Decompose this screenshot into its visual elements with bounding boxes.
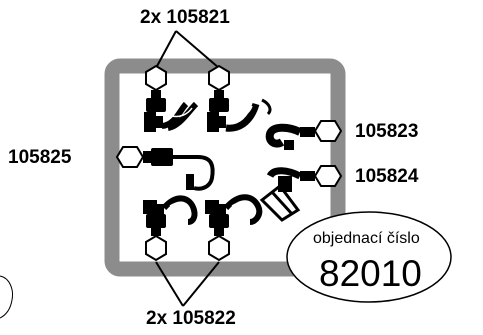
hex-top-right xyxy=(208,64,230,92)
partial-circle xyxy=(0,275,13,319)
fitting-left xyxy=(143,148,215,191)
fitting-right-lower xyxy=(259,167,315,222)
hex-right-lower xyxy=(313,165,343,187)
hex-right-upper xyxy=(313,120,343,142)
fitting-top-left xyxy=(144,90,199,132)
label-bottom-parts: 2x 105822 xyxy=(146,308,236,329)
order-caption: objednací číslo xyxy=(313,230,420,247)
top-leader-lines xyxy=(155,30,220,69)
hex-top-left xyxy=(145,64,167,92)
order-oval xyxy=(286,211,452,303)
label-right-lower-part: 105824 xyxy=(355,166,419,187)
fitting-right-upper xyxy=(265,123,315,150)
hex-bottom-right xyxy=(208,234,230,262)
fitting-bottom-left xyxy=(143,195,198,236)
bottom-leader-lines xyxy=(155,261,220,307)
label-top-parts: 2x 105821 xyxy=(140,7,230,28)
fitting-bottom-right xyxy=(205,194,263,236)
kit-frame xyxy=(104,58,346,277)
hex-left xyxy=(115,146,145,168)
label-left-part: 105825 xyxy=(8,147,72,168)
order-number: 82010 xyxy=(319,253,422,294)
hex-bottom-left xyxy=(145,234,167,262)
label-right-upper-part: 105823 xyxy=(355,121,419,142)
parts-drawings xyxy=(143,90,315,236)
fitting-top-right xyxy=(207,90,272,132)
